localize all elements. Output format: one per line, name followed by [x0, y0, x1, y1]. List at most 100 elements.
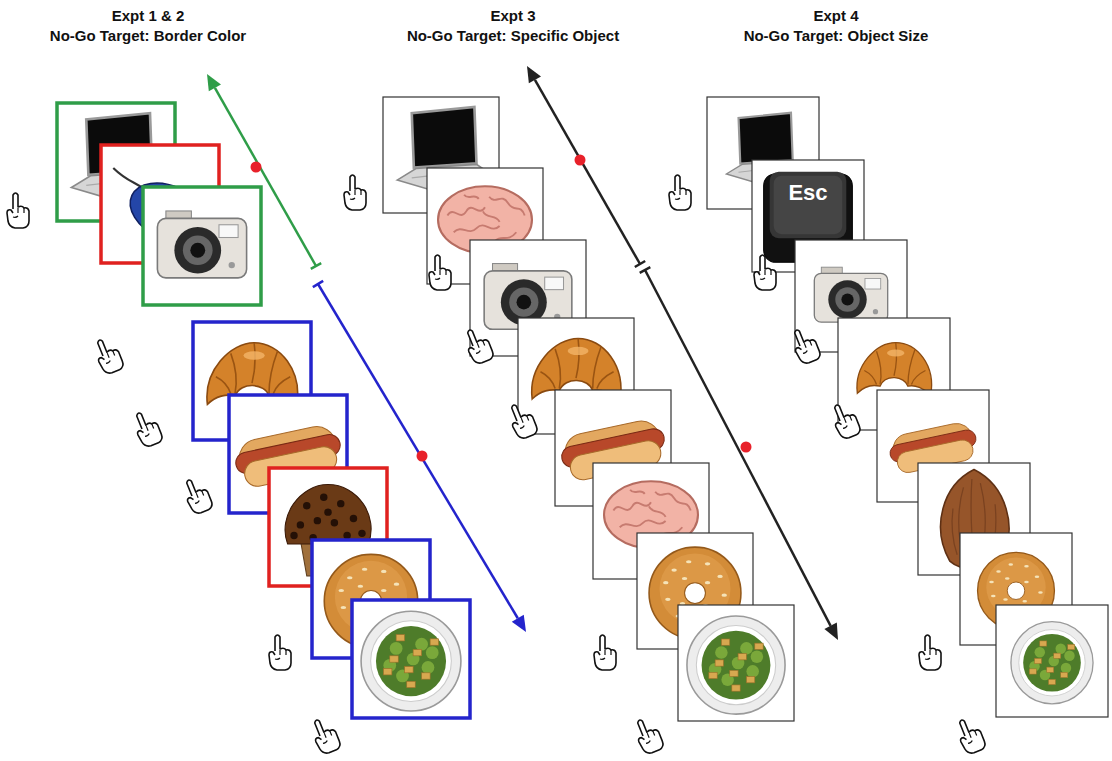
salad-picture-part [709, 672, 717, 678]
key-legend: Esc [788, 180, 827, 206]
brain-picture-part [447, 207, 485, 215]
muffin-picture-part [290, 532, 297, 539]
response-hand-part [344, 175, 366, 210]
bagel-picture-part [1005, 577, 1010, 580]
arrow-head [527, 66, 541, 83]
frame-border [143, 187, 261, 305]
frame-border [678, 605, 794, 721]
response-hand-part [675, 190, 686, 199]
croissant-picture-part [216, 377, 231, 394]
camera-picture-part [841, 293, 853, 305]
frame-border [352, 600, 470, 718]
salad-picture-part [1035, 658, 1042, 663]
salad-picture-part [715, 660, 723, 666]
croissant-picture-part [231, 353, 237, 393]
bagel-picture-part [381, 570, 387, 573]
response-hand-part [754, 255, 776, 290]
bagel-picture-part [1024, 565, 1029, 568]
bagel-picture-part [682, 577, 687, 580]
camera-picture-part [190, 243, 205, 258]
break-tick [313, 281, 323, 287]
bagel-picture-part [663, 581, 668, 584]
muffin-picture-part [314, 517, 321, 524]
response-hand [919, 635, 941, 670]
muffin-picture-part [297, 521, 304, 528]
camera-picture-part [828, 280, 866, 318]
salad-picture-part [738, 654, 746, 660]
muffin-picture-part [320, 494, 327, 501]
timeline-arrow [313, 281, 526, 632]
camera-picture-part [157, 218, 246, 277]
response-hand-part [517, 416, 531, 429]
response-hand-part [925, 650, 936, 659]
camera-picture-part [229, 262, 235, 268]
bagel-picture-part [705, 581, 710, 584]
bagel-picture-part [1035, 575, 1040, 578]
salad-picture-part [422, 661, 435, 674]
croissant-picture-part [887, 350, 904, 357]
response-hand-part [788, 325, 822, 366]
frame-border [996, 605, 1108, 717]
esc-picture-part [770, 172, 847, 239]
salad-picture-part [732, 685, 740, 691]
salad-picture-part [1011, 622, 1093, 704]
muffin-picture-part [350, 515, 357, 522]
salad-picture-part [696, 625, 775, 704]
camera-picture-part [865, 279, 881, 289]
salad-picture [1011, 622, 1093, 704]
almond-picture-part [952, 508, 957, 554]
response-hand [505, 400, 539, 441]
brain-picture-part [620, 520, 666, 527]
response-hand-part [965, 731, 979, 744]
croissant-picture-part [244, 351, 265, 359]
salad-picture-part [430, 639, 438, 645]
salad-picture-part [371, 621, 452, 702]
response-hand [594, 635, 616, 670]
camera-picture-part [517, 295, 532, 310]
salad-picture-part [751, 650, 764, 663]
response-hand-part [669, 175, 691, 210]
camera-picture-part [509, 288, 538, 317]
salad-picture [361, 611, 461, 711]
timeline-dot [575, 155, 586, 166]
esc-picture-part [774, 176, 843, 234]
salad-picture-part [407, 681, 415, 687]
timeline-line [215, 88, 316, 266]
response-hand-part [7, 193, 29, 228]
camera-picture [814, 267, 887, 322]
timeline-arrow [640, 267, 838, 640]
brain-picture-part [630, 490, 645, 494]
timeline-line [645, 270, 831, 626]
bagel-picture-part [722, 594, 727, 597]
timeline-line [535, 80, 640, 264]
salad-picture-part [1040, 641, 1047, 646]
muffin-picture-part [324, 508, 331, 515]
salad-picture-part [721, 639, 729, 645]
response-hand [91, 335, 125, 376]
salad-picture-part [415, 638, 428, 651]
croissant-picture-part [877, 351, 882, 384]
experiment-heading: Expt 4 [813, 7, 858, 25]
muffin-picture-part [303, 502, 310, 509]
croissant-picture-part [857, 343, 932, 395]
response-hand-part [840, 416, 854, 429]
response-hand-part [461, 325, 495, 366]
response-hand [953, 715, 987, 756]
brain-picture-part [454, 225, 500, 232]
stimulus-frame [678, 605, 794, 721]
bagel-picture-part [705, 562, 710, 565]
response-hand-part [192, 491, 206, 504]
response-hand-part [800, 341, 814, 354]
response-hand [669, 175, 691, 210]
muffin-picture-part [337, 500, 344, 507]
brain-picture-part [613, 502, 651, 510]
salad-picture-part [1055, 644, 1065, 654]
bagel-picture-part [1003, 598, 1008, 601]
brain-picture-part [655, 492, 690, 511]
muffin-picture-part [358, 530, 365, 537]
response-hand-part [600, 650, 611, 659]
croissant-picture-part [252, 343, 255, 383]
salad-picture-part [1054, 653, 1061, 658]
response-hand-part [308, 715, 342, 756]
